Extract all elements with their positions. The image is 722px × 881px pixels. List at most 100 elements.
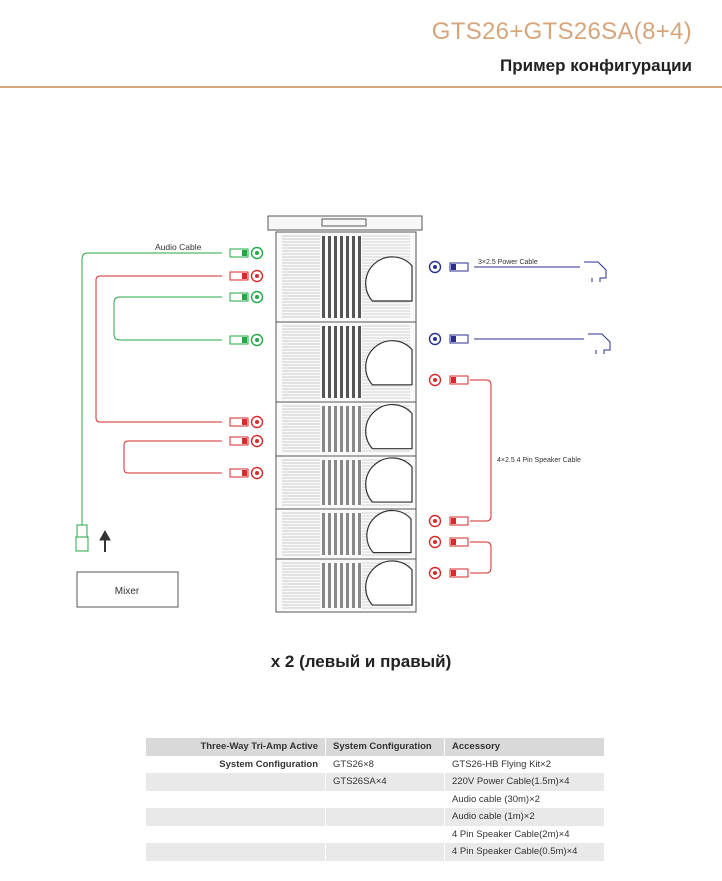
- power-plug: [449, 334, 469, 344]
- signal-arrow-icon: [99, 529, 111, 552]
- table-cell: [146, 843, 326, 861]
- table-cell: [325, 808, 445, 826]
- grille-bar: [352, 406, 355, 452]
- table-cell: [325, 843, 445, 861]
- grille-bar: [328, 326, 331, 398]
- power-plug-icon: [584, 261, 607, 282]
- grille-bar: [352, 563, 355, 608]
- link-cable-red: [95, 275, 222, 474]
- grille-bar: [358, 513, 361, 555]
- driver-horn: [365, 256, 413, 302]
- mixer-box: [76, 571, 179, 608]
- grille-bar: [346, 326, 349, 398]
- grille-bar: [322, 236, 325, 318]
- speakon-plug: [449, 568, 469, 578]
- grille-bar: [346, 513, 349, 555]
- panel-jack-core: [255, 439, 259, 443]
- table-cell: GTS26-HB Flying Kit×2: [444, 755, 605, 773]
- power-cable-label: 3×2.5 Power Cable: [478, 259, 538, 266]
- grille-bar: [340, 563, 343, 608]
- grille-bar: [334, 236, 337, 318]
- grille-bar: [322, 563, 325, 608]
- speakon-plug-tip: [451, 539, 456, 545]
- table-row: GTS26SA×4 220V Power Cable(1.5m)×4: [146, 773, 605, 791]
- grille-bar: [346, 236, 349, 318]
- table-row: System Configuration GTS26×8 GTS26-HB Fl…: [146, 755, 605, 773]
- grille-bar: [352, 326, 355, 398]
- speakon-plug-tip: [451, 570, 456, 576]
- cable-plug: [229, 292, 249, 302]
- cable-plug-tip: [242, 419, 247, 425]
- grille-bar: [334, 563, 337, 608]
- cable-plug: [229, 335, 249, 345]
- connectors: [229, 246, 469, 580]
- grille-bar: [346, 460, 349, 505]
- mixer-label: Mixer: [115, 586, 140, 597]
- grille-bar: [340, 326, 343, 398]
- speakon-jack-core: [433, 519, 437, 523]
- grille-bar: [358, 326, 361, 398]
- driver-horn: [365, 457, 413, 503]
- grille-bar: [340, 236, 343, 318]
- table-cell: [325, 825, 445, 843]
- table-cell: 4 Pin Speaker Cable(0.5m)×4: [444, 843, 605, 861]
- cable-plug-tip: [242, 294, 247, 300]
- table-cell: [146, 790, 326, 808]
- table-cell: Audio cable (1m)×2: [444, 808, 605, 826]
- speakon-plug: [449, 516, 469, 526]
- audio-cable-label: Audio Cable: [155, 242, 202, 252]
- page-subtitle: Пример конфигурации: [500, 56, 692, 75]
- speakon-plug-tip: [451, 518, 456, 524]
- cable-plug-tip: [242, 337, 247, 343]
- grille-bar: [322, 406, 325, 452]
- grille-bar: [358, 563, 361, 608]
- power-plug-icon: [588, 333, 611, 354]
- driver-horn: [365, 560, 413, 606]
- cable-plug: [229, 436, 249, 446]
- grille-bar: [334, 460, 337, 505]
- panel-jack-core: [255, 295, 259, 299]
- grille-bar: [358, 406, 361, 452]
- table-header-cell: System Configuration: [325, 738, 445, 756]
- speakon-plug-tip: [451, 377, 456, 383]
- configuration-table: Three-Way Tri-Amp Active System Configur…: [146, 738, 605, 861]
- grille-bar: [358, 460, 361, 505]
- power-plug: [449, 262, 469, 272]
- table-cell: [325, 790, 445, 808]
- grille-bar: [352, 460, 355, 505]
- grille-bar: [340, 406, 343, 452]
- grille-bar: [322, 326, 325, 398]
- flying-frame: [267, 215, 423, 231]
- page-title: GTS26+GTS26SA(8+4): [431, 18, 692, 45]
- flying-frame-slot: [321, 218, 367, 227]
- grille-bar: [346, 406, 349, 452]
- table-cell: 220V Power Cable(1.5m)×4: [444, 773, 605, 791]
- driver-horn: [365, 340, 413, 386]
- cable-plug-tip: [242, 250, 247, 256]
- cable-plug-tip: [242, 470, 247, 476]
- speakon-jack-core: [433, 378, 437, 382]
- grille-bar: [328, 513, 331, 555]
- grille-bar: [322, 513, 325, 555]
- table-row: Audio cable (1m)×2: [146, 808, 605, 826]
- table-cell: [146, 825, 326, 843]
- power-cable: [474, 266, 584, 340]
- grille-bar: [346, 563, 349, 608]
- table-header-row: Three-Way Tri-Amp Active System Configur…: [146, 738, 605, 756]
- speaker-grilles: [282, 235, 413, 609]
- panel-jack-core: [255, 274, 259, 278]
- power-plug-tip: [451, 264, 456, 270]
- grille-bar: [340, 460, 343, 505]
- table-cell: GTS26×8: [325, 755, 445, 773]
- cable-plug: [229, 271, 249, 281]
- speaker-cable-red: [470, 379, 492, 574]
- power-jack-core: [433, 265, 437, 269]
- cable-plug-tip: [242, 438, 247, 444]
- speakon-jack-core: [433, 571, 437, 575]
- grille-bar: [334, 513, 337, 555]
- table-cell: Audio cable (30m)×2: [444, 790, 605, 808]
- grille-bar: [328, 460, 331, 505]
- cable-plug: [229, 468, 249, 478]
- table-header-cell: Accessory: [444, 738, 605, 756]
